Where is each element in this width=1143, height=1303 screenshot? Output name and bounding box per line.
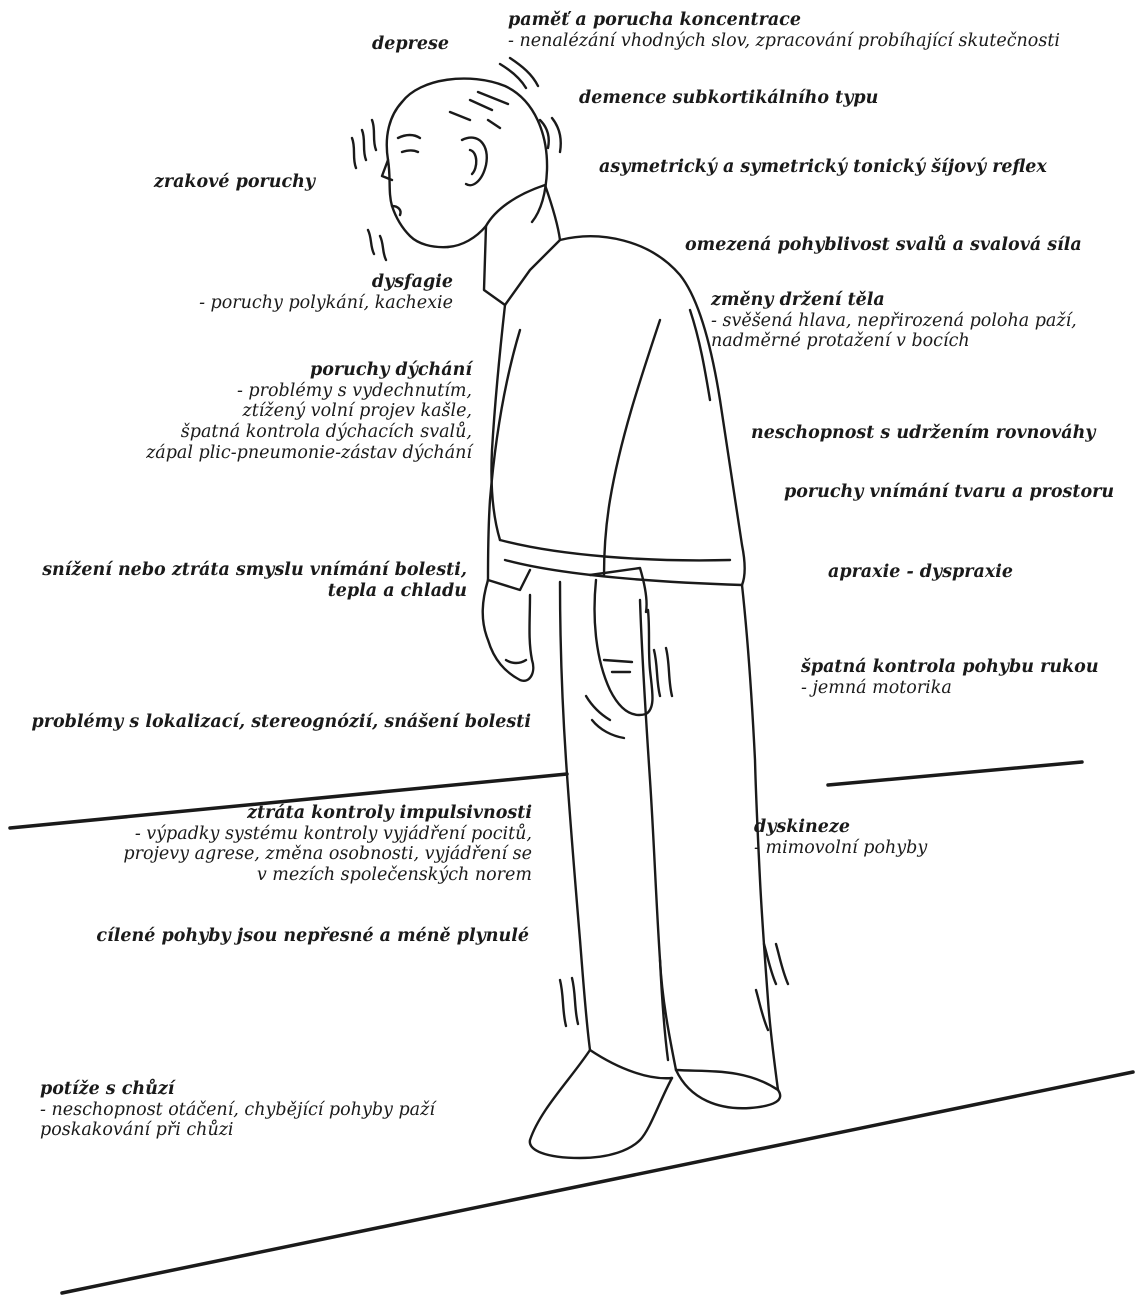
- label-drzeni-desc-2: nadměrné protažení v bocích: [711, 331, 1077, 352]
- legs: [530, 582, 788, 1158]
- label-pamet-title: paměť a porucha koncentrace: [508, 10, 1060, 31]
- label-impulsivnost: ztráta kontroly impulsivnosti - výpadky …: [123, 803, 532, 886]
- label-dychani-desc-1: - problémy s vydechnutím,: [146, 381, 472, 402]
- label-dyskineze: dyskineze - mimovolní pohyby: [754, 817, 927, 858]
- label-chuze-desc-2: poskakování při chůzi: [40, 1120, 435, 1141]
- label-apraxie: apraxie - dyspraxie: [828, 562, 1013, 583]
- label-dysfagie-title: dysfagie: [199, 272, 453, 293]
- label-deprese-title: deprese: [372, 34, 449, 55]
- label-potize-s-chuzi: potíže s chůzí - neschopnost otáčení, ch…: [40, 1079, 435, 1141]
- label-omezena-title: omezená pohyblivost svalů a svalová síla: [685, 235, 1082, 256]
- label-dysfagie: dysfagie - poruchy polykání, kachexie: [199, 272, 453, 313]
- label-poruchy-dychani: poruchy dýchání - problémy s vydechnutím…: [146, 360, 472, 463]
- label-dyskineze-desc: - mimovolní pohyby: [754, 838, 927, 859]
- label-vnimani-bolesti: snížení nebo ztráta smyslu vnímání boles…: [42, 560, 467, 601]
- label-dychani-desc-4: zápal plic-pneumonie-zástav dýchání: [146, 443, 472, 464]
- label-bolest-title-1: snížení nebo ztráta smyslu vnímání boles…: [42, 560, 467, 581]
- label-cilene-title: cílené pohyby jsou nepřesné a méně plynu…: [96, 926, 529, 947]
- label-impuls-desc-1: - výpadky systému kontroly vyjádření poc…: [123, 824, 532, 845]
- label-deprese: deprese: [372, 34, 449, 55]
- label-pamet: paměť a porucha koncentrace - nenalézání…: [508, 10, 1060, 51]
- label-demence: demence subkortikálního typu: [579, 88, 878, 109]
- label-ruce-desc: - jemná motorika: [801, 678, 1099, 699]
- label-zrakove-poruchy: zrakové poruchy: [154, 172, 315, 193]
- label-dychani-desc-3: špatná kontrola dýchacích svalů,: [146, 422, 472, 443]
- label-dychani-title: poruchy dýchání: [146, 360, 472, 381]
- label-zrakove-title: zrakové poruchy: [154, 172, 315, 193]
- label-demence-title: demence subkortikálního typu: [579, 88, 878, 109]
- label-omezena-pohyblivost: omezená pohyblivost svalů a svalová síla: [685, 235, 1082, 256]
- label-chuze-title: potíže s chůzí: [40, 1079, 435, 1100]
- torso: [483, 185, 745, 738]
- label-lokalizace-title: problémy s lokalizací, stereognózií, sná…: [31, 712, 531, 733]
- label-pamet-desc: - nenalézání vhodných slov, zpracování p…: [508, 31, 1060, 52]
- label-dychani-desc-2: ztížený volní projev kašle,: [146, 401, 472, 422]
- label-impuls-title: ztráta kontroly impulsivnosti: [123, 803, 532, 824]
- label-dysfagie-desc: - poruchy polykání, kachexie: [199, 293, 453, 314]
- label-drzeni-title: změny držení těla: [711, 290, 1077, 311]
- label-impuls-desc-2: projevy agrese, změna osobnosti, vyjádře…: [123, 844, 532, 865]
- label-rovnovaha-title: neschopnost s udržením rovnováhy: [751, 423, 1095, 444]
- label-sijovy-reflex: asymetrický a symetrický tonický šíjový …: [599, 157, 1047, 178]
- label-vnimani-tvaru: poruchy vnímání tvaru a prostoru: [784, 482, 1114, 503]
- label-drzeni-desc-1: - svěšená hlava, nepřirozená poloha paží…: [711, 311, 1077, 332]
- head: [352, 58, 561, 260]
- label-cilene-pohyby: cílené pohyby jsou nepřesné a méně plynu…: [96, 926, 529, 947]
- label-rovnovaha: neschopnost s udržením rovnováhy: [751, 423, 1095, 444]
- label-lokalizace: problémy s lokalizací, stereognózií, sná…: [31, 712, 531, 733]
- label-impuls-desc-3: v mezích společenských norem: [123, 865, 532, 886]
- label-reflex-title: asymetrický a symetrický tonický šíjový …: [599, 157, 1047, 178]
- label-pohyb-rukou: špatná kontrola pohybu rukou - jemná mot…: [801, 657, 1099, 698]
- label-drzeni-tela: změny držení těla - svěšená hlava, nepři…: [711, 290, 1077, 352]
- label-ruce-title: špatná kontrola pohybu rukou: [801, 657, 1099, 678]
- label-chuze-desc-1: - neschopnost otáčení, chybějící pohyby …: [40, 1100, 435, 1121]
- label-apraxie-title: apraxie - dyspraxie: [828, 562, 1013, 583]
- label-dyskineze-title: dyskineze: [754, 817, 927, 838]
- label-vnimani-title: poruchy vnímání tvaru a prostoru: [784, 482, 1114, 503]
- label-bolest-title-2: tepla a chladu: [42, 581, 467, 602]
